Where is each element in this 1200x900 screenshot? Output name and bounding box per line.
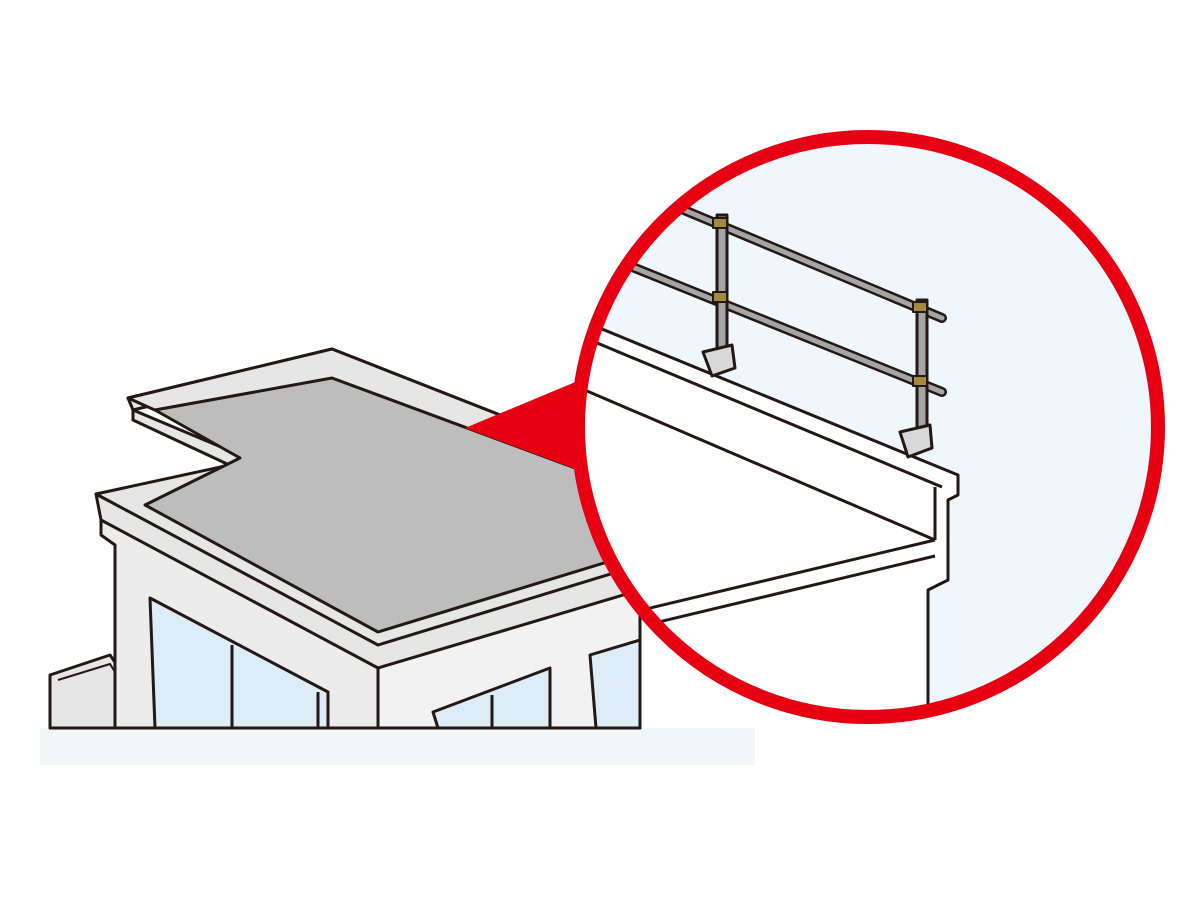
window-right <box>588 638 642 730</box>
callout-pointer <box>465 378 585 470</box>
roof-surface <box>143 376 642 634</box>
ground-strip <box>40 728 755 765</box>
post <box>715 213 729 357</box>
window-left <box>148 596 330 730</box>
guardrail <box>615 195 947 459</box>
clamp <box>701 343 737 378</box>
clamp <box>898 423 934 459</box>
detail-callout <box>571 130 1165 724</box>
post <box>915 298 929 442</box>
